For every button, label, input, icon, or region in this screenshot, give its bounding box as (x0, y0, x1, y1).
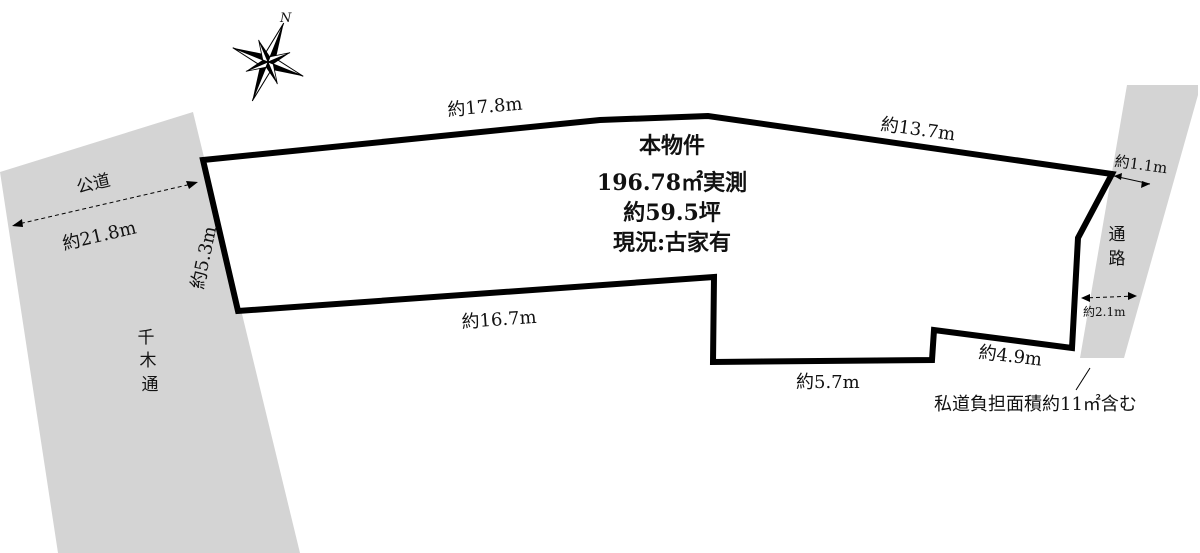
property-title: 本物件 (639, 133, 705, 159)
senbon-street-area (0, 112, 300, 553)
property-boundary (199, 112, 1117, 366)
private-road-leader (1075, 367, 1091, 391)
dimension-top-left: 約17.8m (447, 94, 524, 121)
passage-top-arrowhead-right (1141, 181, 1150, 188)
passage-top-arrowhead-left (1114, 173, 1122, 180)
road-width-arrow (13, 182, 197, 226)
private-road-note: 私道負担面積約11㎡含む (934, 393, 1137, 415)
road-width-arrowhead-left (12, 219, 23, 227)
property-area: 196.78㎡実測 (597, 170, 747, 196)
property-status: 現況:古家有 (613, 230, 731, 256)
compass-rose (232, 22, 304, 102)
compass-north-label: N (279, 11, 292, 26)
senbon-street-label-3: 通 (142, 375, 159, 395)
passage-bottom-arrowhead-right (1128, 292, 1137, 300)
passage-area (1080, 85, 1198, 358)
passage-label-2: 路 (1109, 249, 1126, 269)
senbon-street-label-1: 千 (138, 328, 155, 348)
dimension-bottom-left: 約16.7m (461, 307, 537, 333)
passage-width-bottom-label: 約2.1m (1083, 304, 1126, 319)
property-tsubo: 約59.5坪 (623, 200, 721, 226)
passage-label-1: 通 (1109, 225, 1126, 245)
senbon-street-label-2: 木 (140, 351, 157, 371)
dimension-bottom-middle: 約5.7m (796, 372, 860, 393)
dimension-bottom-right: 約4.9m (977, 342, 1043, 371)
passage-bottom-arrowhead-left (1081, 294, 1090, 302)
road-width-arrowhead-right (186, 181, 198, 189)
passage-bottom-arrow (1081, 295, 1137, 299)
